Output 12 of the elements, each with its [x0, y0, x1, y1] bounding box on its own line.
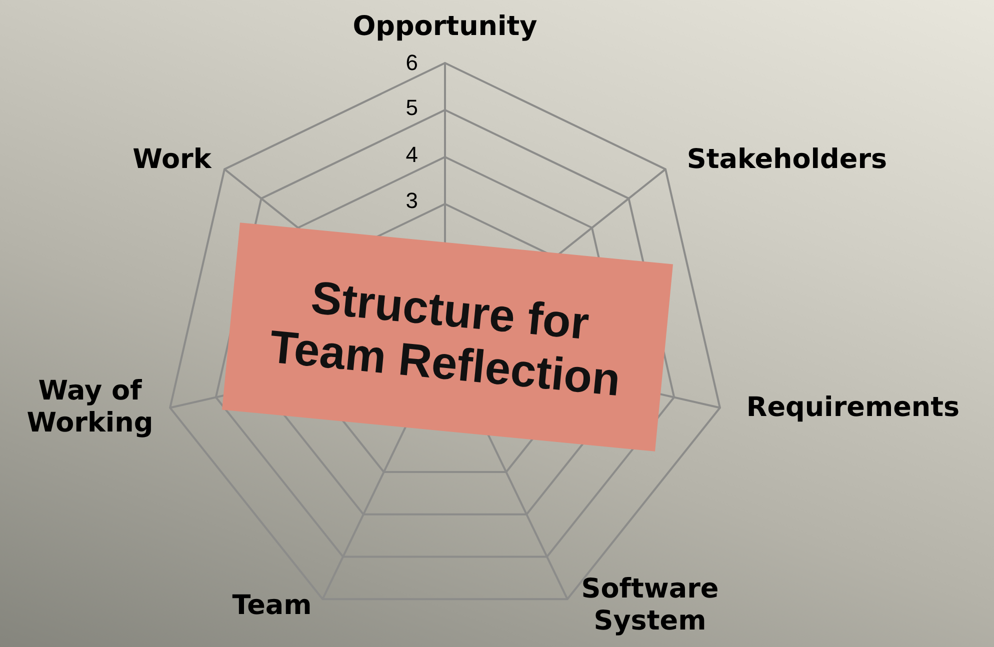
axis-label: Opportunity: [352, 10, 538, 44]
tick-label: 3: [406, 188, 418, 214]
axis-label: Stakeholders: [686, 144, 888, 176]
axis-label: Team: [232, 590, 312, 622]
banner-title: Structure for Team Reflection: [266, 270, 624, 408]
axis-label: Way of Working: [26, 376, 154, 440]
axis-label: Work: [132, 144, 212, 176]
tick-label: 4: [406, 142, 418, 168]
tick-label: 5: [406, 95, 418, 121]
axis-label: Requirements: [746, 392, 960, 424]
axis-label: Software System: [580, 574, 720, 638]
tick-label: 6: [406, 50, 418, 76]
